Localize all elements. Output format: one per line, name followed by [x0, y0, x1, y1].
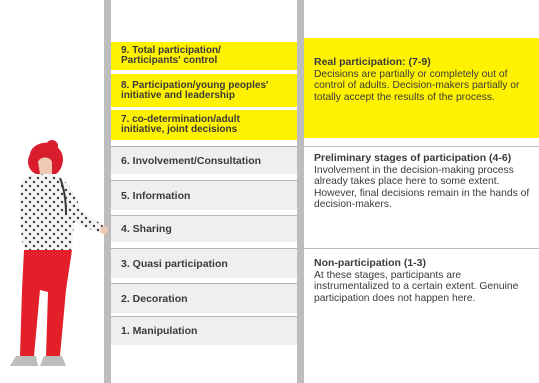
- ladder-rail-right: [297, 0, 304, 383]
- real-participation-band: [304, 38, 539, 138]
- rung-2: 2. Decoration: [111, 283, 297, 313]
- rung-1: 1. Manipulation: [111, 316, 297, 345]
- rung-5-label: 5. Information: [121, 189, 191, 202]
- rung-6-label: 6. Involvement/Consultation: [121, 154, 262, 167]
- rung-7-label: 7. co-determination/adult initiative, jo…: [121, 114, 240, 135]
- rung-6: 6. Involvement/Consultation: [111, 146, 297, 174]
- rung-9: 9. Total participation/ Participants' co…: [111, 42, 297, 70]
- rung-1-label: 1. Manipulation: [121, 325, 198, 337]
- preliminary-participation-text: Involvement in the decision-making proce…: [314, 164, 530, 211]
- real-participation-description: Real participation: (7-9) Decisions are …: [314, 56, 536, 103]
- preliminary-participation-title: Preliminary stages of participation (4-6…: [314, 152, 512, 164]
- rung-2-label: 2. Decoration: [121, 292, 188, 305]
- non-participation-divider: [304, 248, 539, 249]
- rung-9-label: 9. Total participation/ Participants' co…: [121, 45, 221, 66]
- ladder-rail-left: [104, 0, 111, 383]
- rung-5: 5. Information: [111, 180, 297, 210]
- non-participation-description: Non-participation (1-3) At these stages,…: [314, 257, 536, 304]
- real-participation-title: Real participation: (7-9): [314, 56, 431, 68]
- real-participation-text: Decisions are partially or completely ou…: [314, 68, 520, 103]
- rung-3: 3. Quasi participation: [111, 248, 297, 278]
- rung-4-label: 4. Sharing: [121, 223, 172, 235]
- preliminary-participation-description: Preliminary stages of participation (4-6…: [314, 152, 536, 211]
- rung-7: 7. co-determination/adult initiative, jo…: [111, 110, 297, 140]
- rung-3-label: 3. Quasi participation: [121, 257, 228, 270]
- rung-8-label: 8. Participation/young peoples' initiati…: [121, 79, 269, 101]
- rung-8: 8. Participation/young peoples' initiati…: [111, 74, 297, 107]
- non-participation-text: At these stages, participants are instru…: [314, 269, 519, 304]
- non-participation-title: Non-participation (1-3): [314, 257, 426, 269]
- person-climbing-ladder-illustration: [10, 140, 108, 366]
- preliminary-divider: [304, 146, 539, 147]
- rung-4: 4. Sharing: [111, 215, 297, 242]
